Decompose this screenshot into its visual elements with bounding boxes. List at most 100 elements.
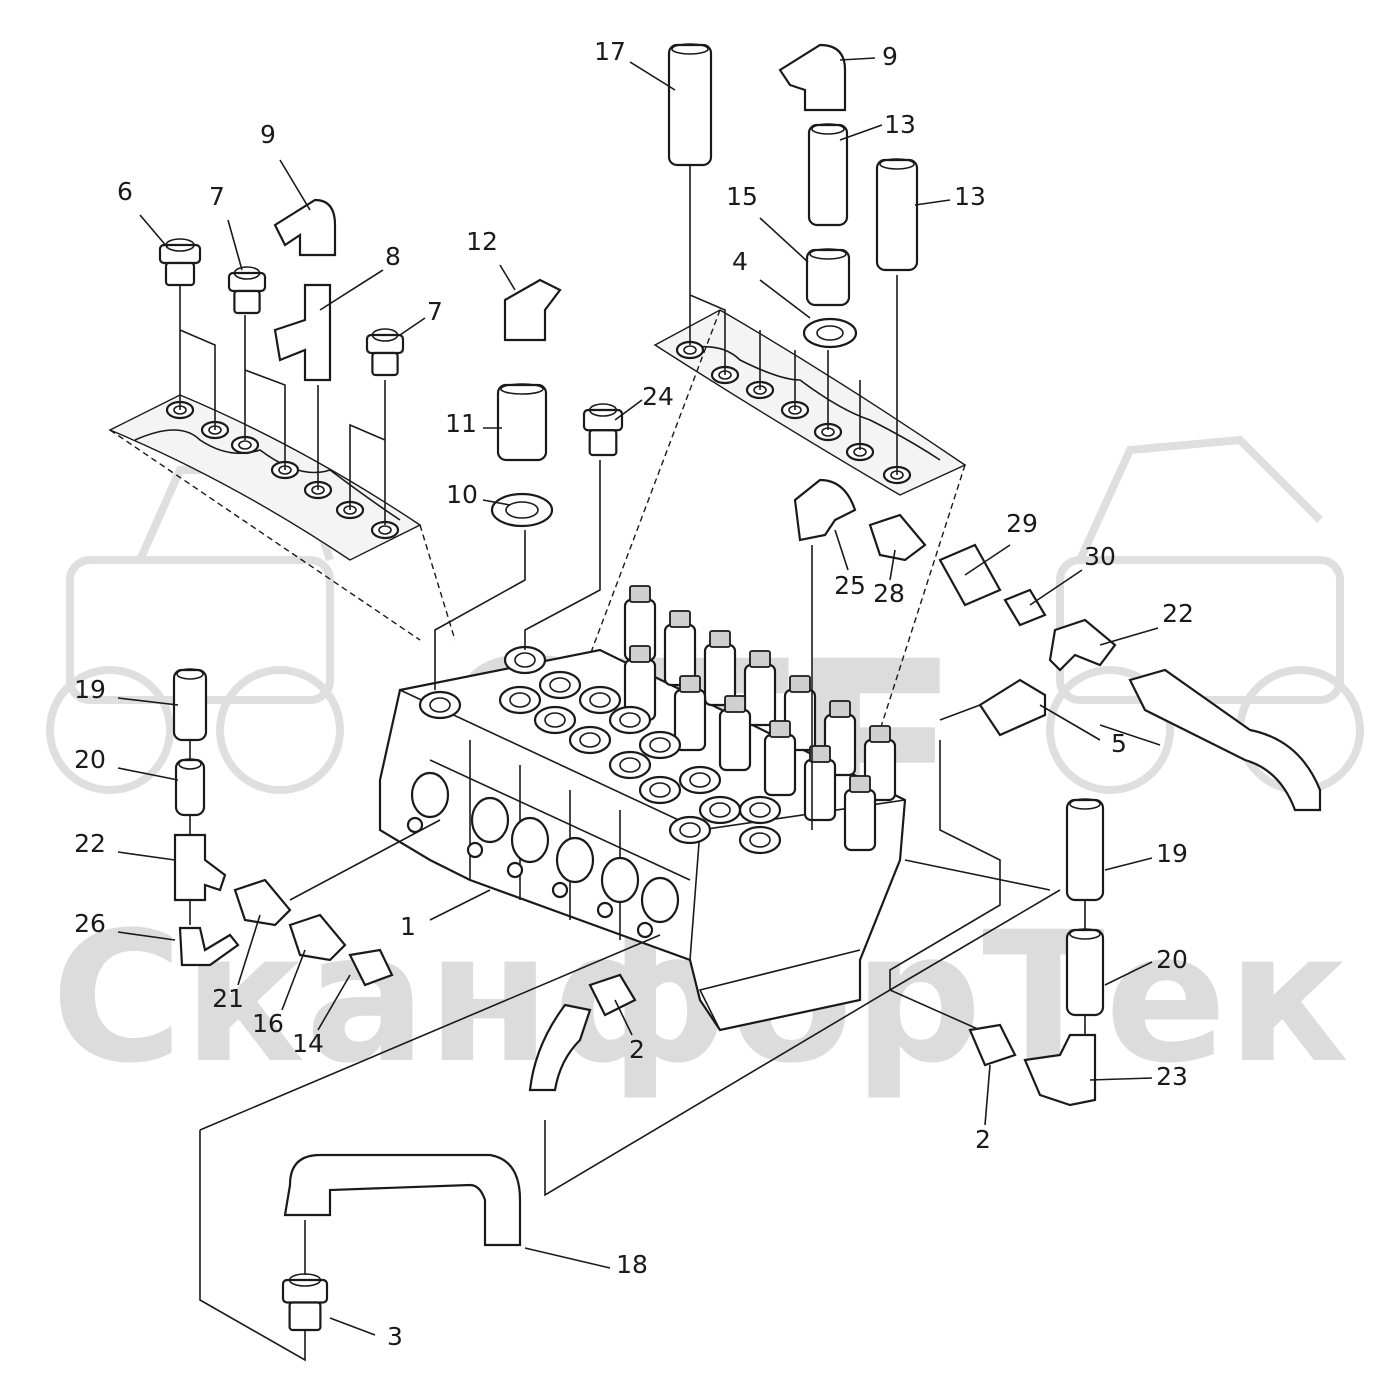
plug [466,841,484,859]
adapter-2-right-body [968,1023,1017,1067]
callout-28: 28 [873,549,905,608]
spool-end [510,816,550,864]
plug [506,861,524,879]
hose-elbow-center [528,1003,592,1092]
callout-number: 13 [954,182,986,211]
hose-elbow-center-body [528,1003,592,1092]
callout-1: 1 [400,889,491,941]
elbow-12-body [503,278,562,342]
callout-number: 6 [117,177,133,206]
block-port-thread [689,772,711,788]
tee-22-right [1048,618,1117,672]
elbow-9-left [273,198,337,257]
solenoid-cartridge [803,745,837,822]
callout-number: 18 [616,1250,648,1279]
leader-line [399,317,426,336]
callout-number: 16 [252,1009,284,1038]
callout-number: 9 [882,42,898,71]
block-port-thread [649,737,671,753]
leader-line [482,499,511,506]
solenoid-cartridges [623,585,897,852]
callout-20-left: 20 [74,745,179,781]
callout-number: 7 [209,182,225,211]
leader-line [117,697,179,706]
valve-11 [496,383,548,462]
callout-22-right: 22 [1099,599,1194,646]
leader-line [1089,1077,1153,1081]
block-port-thread [749,802,771,818]
callout-number: 17 [594,37,626,66]
adapter-7-right [365,328,405,377]
spool-end [555,836,595,884]
sensor-19-left-body [172,668,208,742]
coupling-20-right-body [1065,928,1105,1017]
callout-24: 24 [614,382,674,421]
block-port-thread [509,692,531,708]
block-port [538,670,582,700]
check-valve-16-body [288,913,347,962]
callout-20-right: 20 [1104,945,1188,986]
hose-right-body [1128,668,1322,812]
callout-11: 11 [445,409,502,438]
block-port [738,825,782,855]
coupling-20-right [1065,928,1105,1017]
callout-number: 20 [1156,945,1188,974]
leader-line [1104,961,1153,986]
callout-number: 21 [212,984,244,1013]
block-port-thread [679,822,701,838]
solenoid-connector [709,630,731,648]
callout-29: 29 [964,509,1038,576]
plug [636,921,654,939]
callout-6: 6 [117,177,169,249]
adapter-24-bore [588,403,618,417]
nipple-17-end [671,43,709,55]
block-port-thread [709,802,731,818]
callout-21: 21 [212,914,261,1013]
spool-end [640,876,680,924]
adapter-7-left [227,266,267,315]
block-port [503,645,547,675]
adapter-3-thread [288,1301,322,1332]
nipple-17-body [667,43,713,167]
callout-19-right: 19 [1104,839,1188,871]
washer-4 [802,317,858,349]
callout-number: 2 [629,1035,645,1064]
callout-number: 30 [1084,542,1116,571]
solenoid-connector [724,695,746,713]
check-valve-16 [288,913,347,962]
elbow-9-right-body [778,43,847,112]
leader-line [281,949,306,1011]
washer-4-hole [816,325,844,341]
solenoid-cartridge [843,775,877,852]
solenoid-connector [769,720,791,738]
nipple-13-upper-body [807,123,849,227]
tee-8 [273,283,332,382]
gasket-port-bore [378,525,392,535]
block-port [738,795,782,825]
block-port [668,815,712,845]
block-port-thread [579,732,601,748]
solenoid-connector [629,645,651,663]
adapter-7-left-hex [227,271,267,293]
callout-16: 16 [252,949,306,1038]
block-port [698,795,742,825]
block-port-thread [589,692,611,708]
block-port [568,725,612,755]
callout-14: 14 [292,974,351,1058]
callout-2-right: 2 [975,1064,991,1154]
adapter-30-body [1003,588,1047,627]
callout-number: 2 [975,1125,991,1154]
elbow-25-body [793,478,857,542]
leader-line [964,544,1011,576]
block-port [608,750,652,780]
block-port [678,765,722,795]
solenoid-body [843,788,877,852]
washer-10-hole [505,501,539,519]
elbow-23-body [1023,1033,1097,1107]
hose-end-5 [978,678,1047,737]
callout-7-right: 7 [399,297,443,336]
gasket-right [653,309,967,496]
leader-line [839,124,883,141]
leader-line [759,217,809,263]
solenoid-connector [789,675,811,693]
